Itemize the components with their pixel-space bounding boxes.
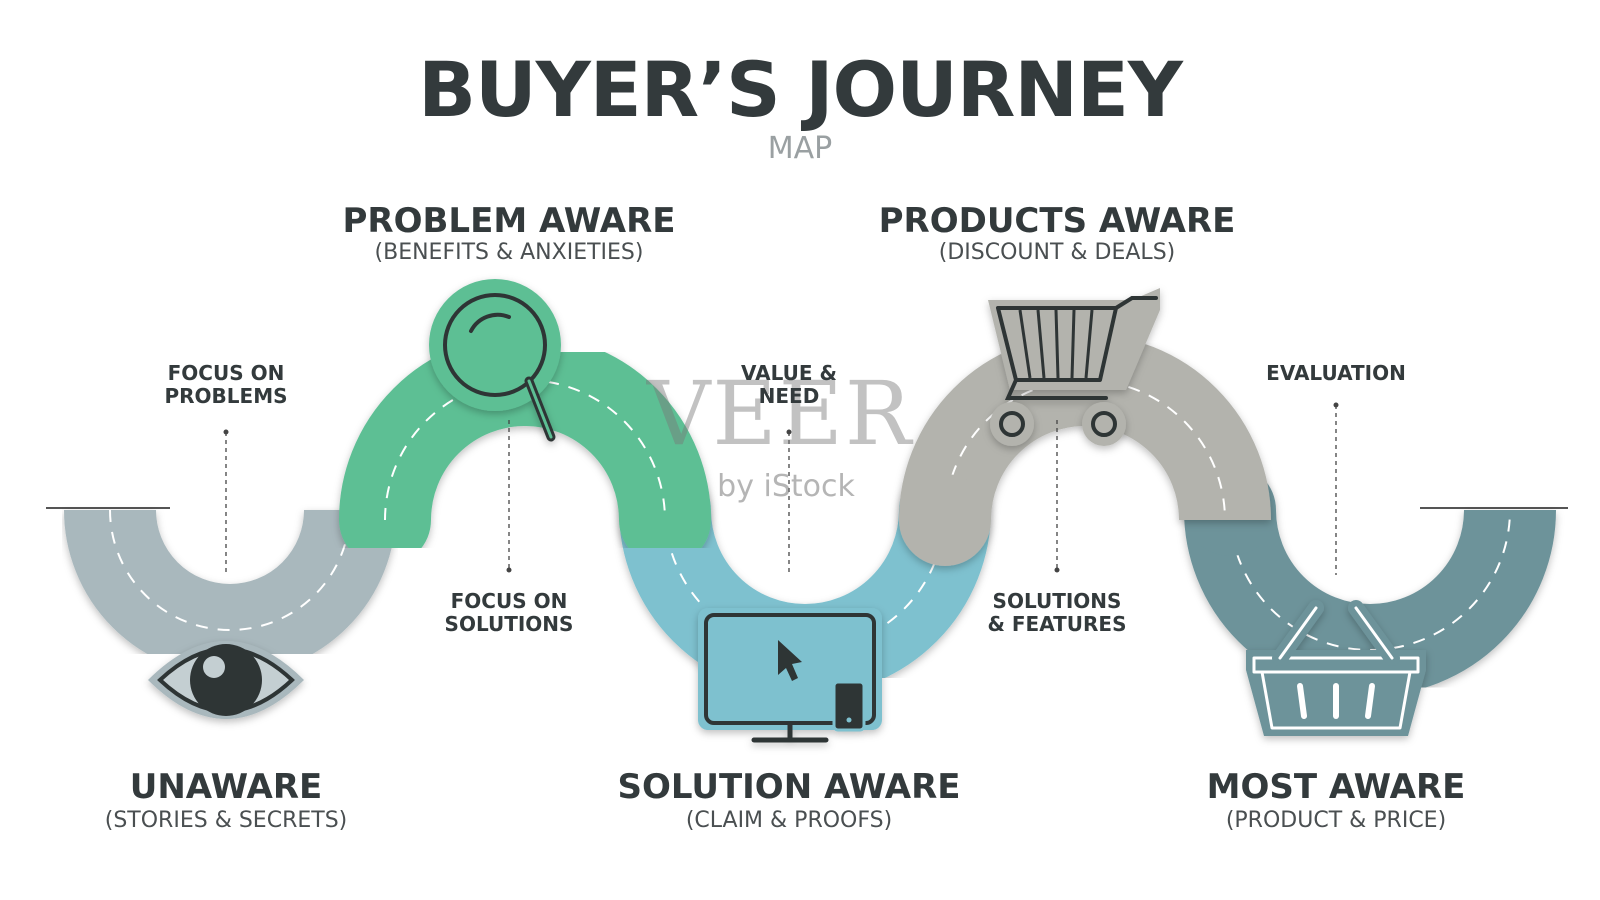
stage-title-most-aware: MOST AWARE bbox=[1206, 767, 1466, 807]
stage-title-unaware: UNAWARE bbox=[129, 767, 323, 807]
watermark-brand: VEER bbox=[646, 362, 914, 465]
stage-subtitle-unaware: (STORIES & SECRETS) bbox=[104, 808, 348, 833]
watermark-by: by iStock bbox=[717, 469, 855, 504]
focus-connectors bbox=[225, 405, 1337, 575]
stage-title-products-aware: PRODUCTS AWARE bbox=[878, 201, 1236, 241]
focus-label-problems: FOCUS ON PROBLEMS bbox=[126, 362, 326, 408]
road-segment-unaware bbox=[64, 508, 396, 676]
shopping-cart-icon bbox=[988, 288, 1160, 446]
focus-label-line: NEED bbox=[758, 384, 820, 408]
stage-subtitle-most-aware: (PRODUCT & PRICE) bbox=[1225, 808, 1447, 833]
focus-label-features: SOLUTIONS & FEATURES bbox=[957, 590, 1157, 636]
focus-label-line: SOLUTIONS bbox=[992, 589, 1122, 613]
stage-title-problem-aware: PROBLEM AWARE bbox=[342, 201, 676, 241]
stage-subtitle-solution-aware: (CLAIM & PROOFS) bbox=[685, 808, 893, 833]
focus-label-evaluation: EVALUATION bbox=[1236, 362, 1436, 385]
focus-label-solutions: FOCUS ON SOLUTIONS bbox=[409, 590, 609, 636]
stage-subtitle-problem-aware: (BENEFITS & ANXIETIES) bbox=[374, 240, 644, 265]
focus-label-line: VALUE & bbox=[741, 361, 837, 385]
focus-label-line: SOLUTIONS bbox=[444, 612, 574, 636]
focus-label-line: PROBLEMS bbox=[164, 384, 288, 408]
eye-icon bbox=[148, 641, 304, 719]
stage-title-solution-aware: SOLUTION AWARE bbox=[617, 767, 961, 807]
page-title: BUYER’S JOURNEY bbox=[418, 45, 1183, 134]
focus-label-line: EVALUATION bbox=[1266, 361, 1406, 385]
basket-icon bbox=[1246, 600, 1426, 736]
magnifier-icon bbox=[429, 279, 561, 442]
focus-label-line: FOCUS ON bbox=[167, 361, 285, 385]
focus-label-line: FOCUS ON bbox=[450, 589, 568, 613]
stage-subtitle-products-aware: (DISCOUNT & DEALS) bbox=[938, 240, 1176, 265]
focus-label-value-need: VALUE & NEED bbox=[689, 362, 889, 408]
focus-label-line: & FEATURES bbox=[987, 612, 1127, 636]
road-segment-products bbox=[899, 334, 1271, 566]
page-subtitle: MAP bbox=[767, 131, 833, 166]
computer-icon bbox=[698, 608, 882, 743]
